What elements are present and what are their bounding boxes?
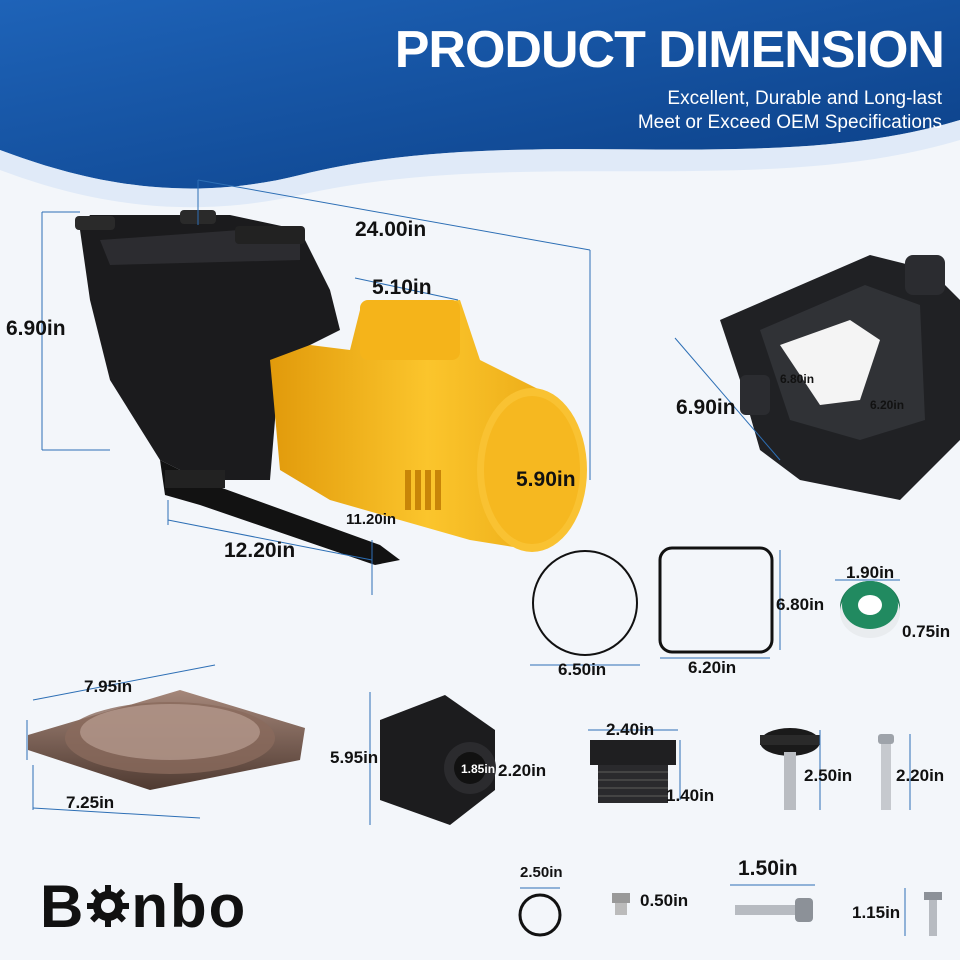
pool-pump-image (75, 210, 587, 565)
label-tape-height: 0.75in (902, 622, 951, 641)
diffuser-image (380, 695, 496, 825)
label-gasket-width: 6.20in (688, 658, 737, 677)
dimension-lines (26, 179, 911, 936)
label-adapter-width: 2.40in (606, 720, 655, 739)
label-motor-diameter: 5.90in (516, 468, 576, 491)
square-gasket-image (658, 546, 774, 654)
label-base-inner: 11.20in (346, 511, 397, 528)
gear-icon (87, 885, 130, 927)
label-pump-length: 24.00in (355, 218, 427, 241)
label-long-bolt: 1.50in (738, 857, 798, 880)
subtitle-line-2: Meet or Exceed OEM Specifications (637, 112, 942, 133)
label-basket-inner-b: 6.20in (870, 398, 905, 412)
round-oring-image (532, 550, 638, 656)
label-motor-width: 5.10in (372, 276, 432, 299)
small-screw-image (924, 892, 942, 936)
label-diffuser-diameter: 2.20in (498, 761, 547, 780)
label-basket-height: 6.90in (676, 396, 736, 419)
label-gasket-height: 6.80in (776, 595, 825, 614)
threaded-adapter-image (590, 740, 676, 803)
brand-logo-prefix: B (40, 873, 86, 940)
lid-knob-image (760, 728, 820, 810)
label-lid-top: 7.95in (84, 677, 133, 696)
strainer-housing-image (720, 255, 960, 500)
small-oring-image (518, 893, 562, 937)
label-small-screw: 1.15in (852, 903, 901, 922)
thread-tape-image (840, 581, 900, 638)
strainer-lid-image (28, 690, 305, 790)
brand-logo-suffix: nbo (131, 873, 248, 940)
long-bolt-image (735, 898, 813, 922)
label-tape-width: 1.90in (846, 563, 895, 582)
label-adapter-height: 1.40in (666, 786, 715, 805)
subtitle-line-1: Excellent, Durable and Long-last (667, 88, 942, 109)
label-lid-bottom: 7.25in (66, 793, 115, 812)
label-plug: 0.50in (640, 891, 689, 910)
label-bolt-height: 2.20in (896, 766, 945, 785)
label-small-oring: 2.50in (520, 864, 563, 881)
drain-plug-image (612, 893, 630, 915)
label-base-length: 12.20in (224, 539, 296, 562)
label-basket-inner-a: 6.80in (780, 372, 815, 386)
bolt-image (878, 734, 894, 810)
label-diffuser-port: 1.85in (461, 762, 496, 776)
label-diffuser-height: 5.95in (330, 748, 379, 767)
label-oring-round: 6.50in (558, 660, 607, 679)
label-pump-height: 6.90in (6, 317, 66, 340)
page-title: PRODUCT DIMENSION (394, 21, 945, 79)
label-knob-height: 2.50in (804, 766, 853, 785)
